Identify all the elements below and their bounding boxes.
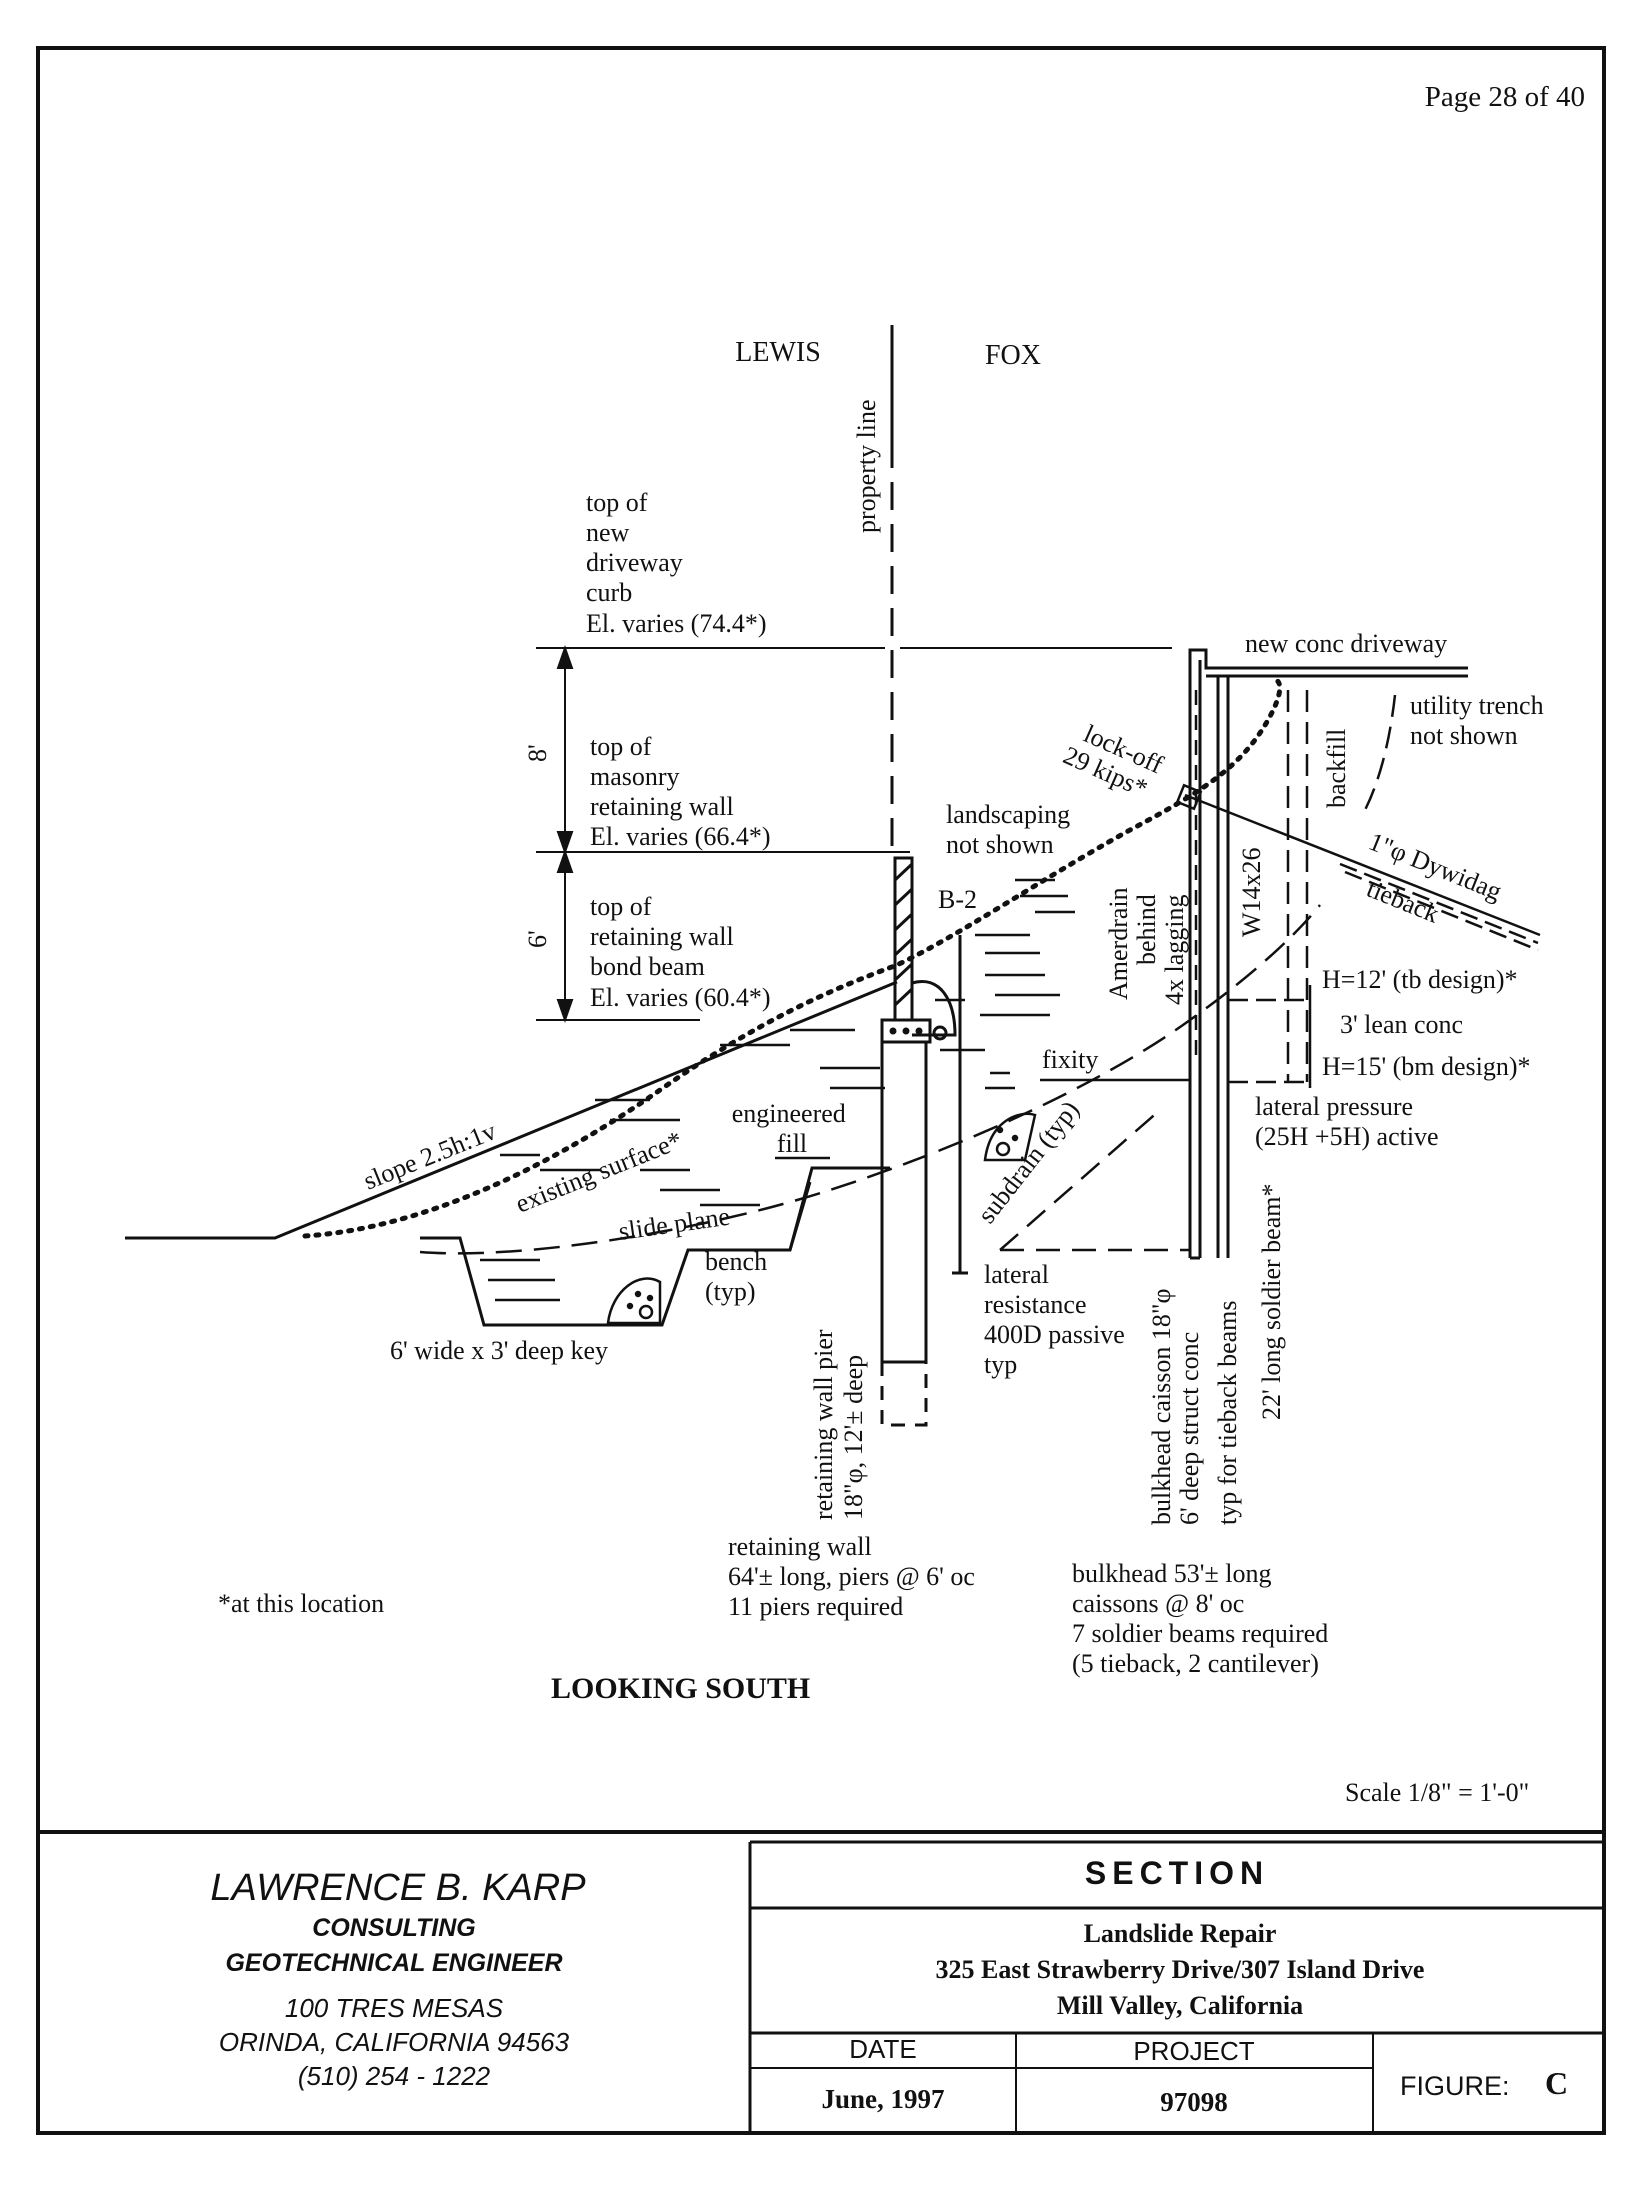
project-title: Landslide Repair — [1084, 1919, 1277, 1948]
bulkhead-note: bulkhead 53'± long caissons @ 8' oc 7 so… — [1072, 1559, 1335, 1678]
amerdrain-label-line3: 4x lagging — [1160, 895, 1189, 1006]
project-city: Mill Valley, California — [1057, 1991, 1303, 2020]
soldier-beam-label: 22' long soldier beam* — [1257, 1184, 1286, 1420]
engineer-title-geotech: GEOTECHNICAL ENGINEER — [225, 1949, 562, 1977]
looking-south-label: LOOKING SOUTH — [551, 1672, 810, 1705]
h12-label: H=12' (tb design)* — [1322, 965, 1518, 994]
backfill-limits — [1286, 690, 1309, 1082]
date-value: June, 1997 — [821, 2084, 944, 2114]
project-number: 97098 — [1160, 2087, 1228, 2117]
utility-trench-line — [1363, 694, 1397, 811]
amerdrain-label-line1: Amerdrain — [1104, 887, 1133, 1000]
bond-beam — [880, 980, 957, 1044]
project-address: 325 East Strawberry Drive/307 Island Dri… — [936, 1955, 1425, 1984]
masonry-retaining-wall — [893, 856, 914, 1022]
title-block — [38, 1830, 1604, 2133]
engineer-phone: (510) 254 - 1222 — [298, 2061, 491, 2091]
soldier-beam — [1188, 660, 1230, 1260]
bench-and-key — [420, 1166, 890, 1327]
dimension-8ft-label: 8' — [523, 744, 552, 762]
fill-hatching — [480, 878, 1075, 1302]
retaining-wall-pier — [880, 1042, 928, 1427]
lateral-resistance-label: lateral resistance 400D passive typ — [984, 1260, 1131, 1379]
caisson-label-line1: bulkhead caisson 18"φ — [1147, 1289, 1176, 1525]
key-label: 6' wide x 3' deep key — [390, 1336, 608, 1365]
new-driveway-slab — [1188, 648, 1468, 678]
engineer-address-city: ORINDA, CALIFORNIA 94563 — [219, 2027, 570, 2057]
dimension-6ft — [556, 848, 574, 1024]
key-subdrain-gravel — [606, 1277, 662, 1325]
lock-off-label: lock-off 29 kips* — [1059, 715, 1173, 808]
dimension-6ft-label: 6' — [523, 930, 552, 948]
scale-label: Scale 1/8" = 1'-0" — [1345, 1778, 1529, 1807]
slide-plane-label: slide plane — [617, 1202, 732, 1246]
wall-subdrain-gravel — [983, 1112, 1037, 1162]
date-label: DATE — [849, 2034, 916, 2064]
caisson-label-line3: typ for tieback beams — [1213, 1300, 1242, 1525]
existing-surface-line — [302, 677, 1283, 1239]
w14x26-label: W14x26 — [1237, 847, 1266, 937]
retaining-wall-note: retaining wall 64'± long, piers @ 6' oc … — [728, 1532, 981, 1621]
existing-surface-label: existing surface* — [511, 1125, 686, 1218]
engineer-title-consulting: CONSULTING — [312, 1914, 475, 1942]
lean-conc-label: 3' lean conc — [1340, 1010, 1463, 1039]
h15-label: H=15' (bm design)* — [1322, 1052, 1531, 1081]
pier-label-line2: 18"φ, 12'± deep — [839, 1355, 868, 1520]
property-line-label: property line — [852, 399, 881, 533]
engineer-address-street: 100 TRES MESAS — [285, 1993, 504, 2023]
dimension-8ft — [556, 644, 574, 856]
at-location-note: *at this location — [218, 1589, 384, 1618]
boring-b2 — [952, 935, 968, 1275]
curb-elevation-label: top of new driveway curb El. varies (74.… — [586, 488, 767, 638]
amerdrain-label-line2: behind — [1132, 894, 1161, 965]
figure-label: FIGURE: — [1400, 2071, 1510, 2101]
bond-beam-elevation-label: top of retaining wall bond beam El. vari… — [590, 892, 771, 1012]
fixity-label: fixity — [1042, 1045, 1098, 1074]
tieback-anchor — [1175, 783, 1541, 952]
boring-b2-label: B-2 — [938, 885, 977, 914]
elevation-lines — [536, 647, 1172, 1021]
caisson-label-line2: 6' deep struct conc — [1175, 1332, 1204, 1525]
new-driveway-label: new conc driveway — [1245, 629, 1447, 658]
project-label: PROJECT — [1133, 2036, 1254, 2066]
masonry-wall-elevation-label: top of masonry retaining wall El. varies… — [590, 732, 771, 851]
design-height-lines — [1040, 985, 1312, 1088]
utility-trench-label: utility trench not shown — [1410, 691, 1550, 750]
fox-label: FOX — [985, 340, 1041, 371]
lateral-pressure-label: lateral pressure (25H +5H) active — [1255, 1092, 1439, 1151]
section-heading: SECTION — [1085, 1855, 1269, 1891]
slope-label: slope 2.5h:1v — [359, 1116, 500, 1195]
backfill-label: backfill — [1322, 729, 1351, 808]
pier-label-line1: retaining wall pier — [809, 1329, 838, 1520]
figure-value: C — [1545, 2065, 1568, 2101]
sheet-border — [36, 46, 1606, 2135]
subdrain-label: subdrain (typ) — [972, 1095, 1085, 1228]
new-slope-profile — [125, 980, 898, 1240]
bench-label: bench (typ) — [705, 1247, 774, 1306]
page-label: Page 28 of 40 — [1425, 81, 1585, 113]
engineer-name: LAWRENCE B. KARP — [210, 1867, 586, 1909]
engineered-fill-label: engineered fill — [732, 1099, 853, 1158]
lewis-label: LEWIS — [735, 337, 821, 368]
landscaping-label: landscaping not shown — [946, 800, 1077, 859]
passive-resistance-wedge — [999, 1109, 1190, 1252]
